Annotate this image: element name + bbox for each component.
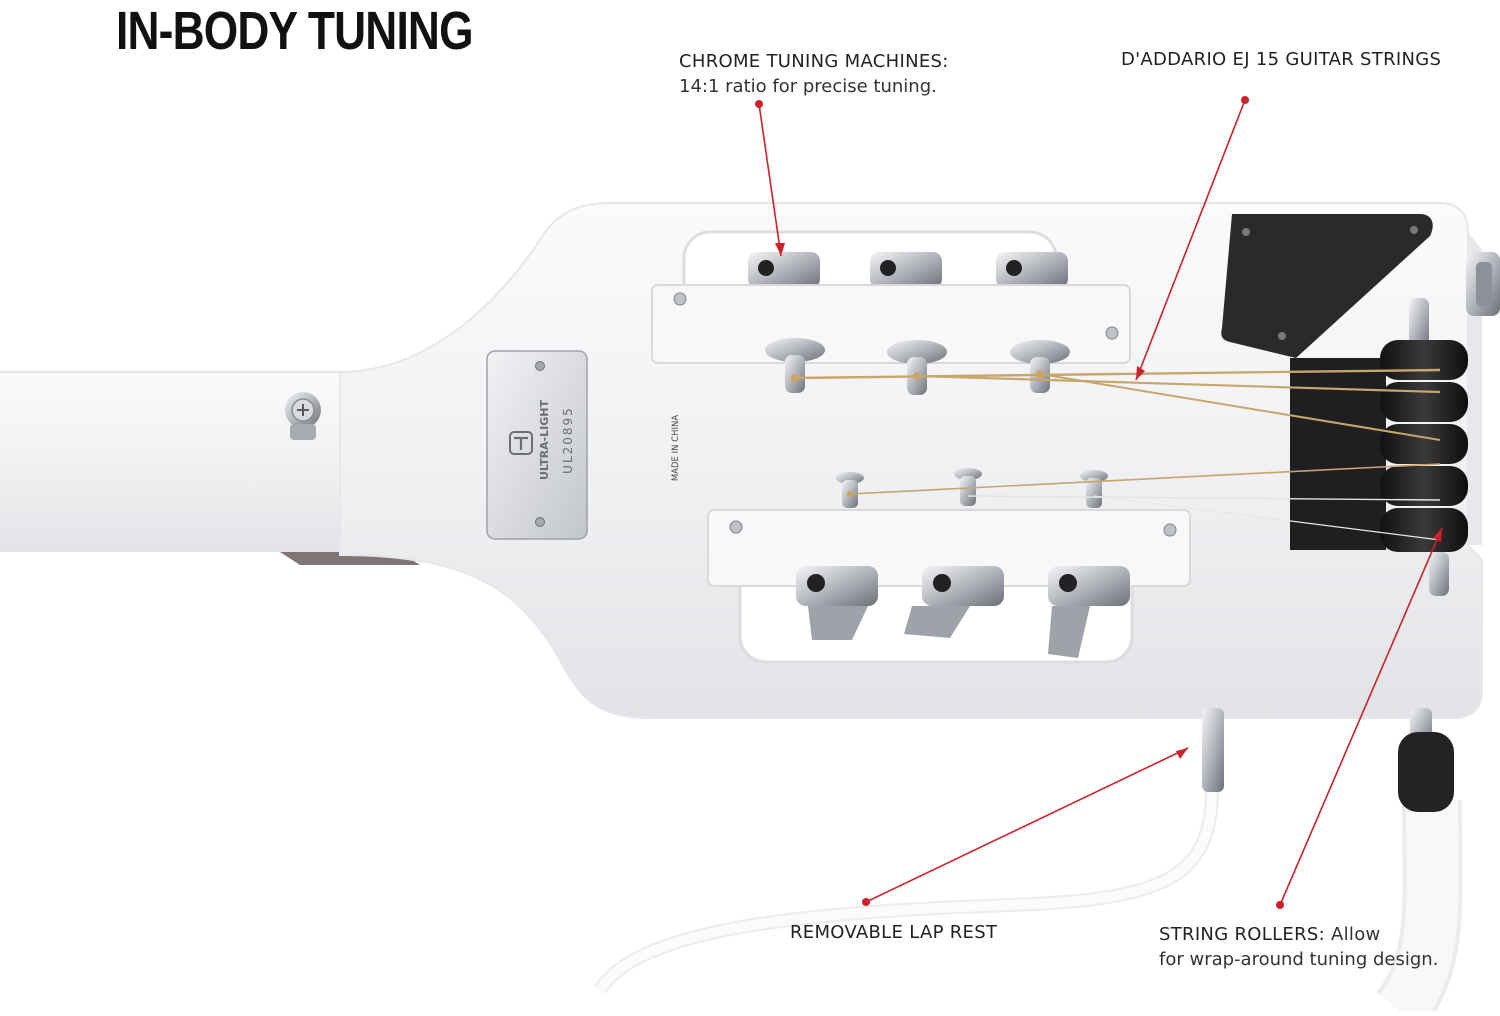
upper-string-posts (765, 338, 1070, 395)
tuner-5 (904, 566, 1004, 638)
serial-plate: ULTRA-LIGHT UL20895 (486, 350, 588, 540)
callout-removable-lap-rest: REMOVABLE LAP REST (790, 922, 997, 943)
guitar-neck (0, 371, 420, 565)
lap-rest-posts (1202, 708, 1454, 812)
upper-tuning-machines (748, 252, 1068, 288)
tuner-2 (870, 252, 942, 288)
callout-description-inline: Allow (1324, 924, 1381, 945)
page-title: IN-BODY TUNING (116, 1, 474, 61)
guitar-strings (791, 368, 1441, 541)
callout-guitar-strings: D'ADDARIO EJ 15 GUITAR STRINGS (1121, 49, 1441, 70)
callout-lines (755, 96, 1443, 909)
lap-rest-tubes (594, 789, 1463, 1016)
callout-heading: REMOVABLE LAP REST (790, 922, 998, 943)
callout-description: 14:1 ratio for precise tuning. (679, 76, 937, 97)
callout-heading: STRING ROLLERS: (1159, 924, 1325, 945)
callout-heading: CHROME TUNING MACHINES: (679, 51, 949, 72)
plate-serial-text: UL20895 (561, 406, 575, 474)
callout-chrome-tuning-machines: CHROME TUNING MACHINES: 14:1 ratio for p… (679, 49, 949, 99)
roller-posts (1409, 298, 1449, 596)
callout-description: for wrap-around tuning design. (1159, 949, 1439, 970)
string-rollers (1380, 340, 1468, 552)
neck-bolt-icon (285, 392, 321, 440)
made-in-label: MADE IN CHINA (671, 415, 681, 482)
tuner-1 (748, 252, 820, 288)
brand-logo (509, 431, 533, 455)
back-cover-plate (1221, 214, 1433, 358)
callout-string-rollers: STRING ROLLERS: Allow for wrap-around tu… (1159, 922, 1438, 972)
callout-heading: D'ADDARIO EJ 15 GUITAR STRINGS (1121, 49, 1442, 70)
lower-tuning-machines (796, 566, 1130, 658)
tuner-6 (1048, 566, 1130, 658)
output-jack-icon (1466, 252, 1500, 316)
tuner-3 (996, 252, 1068, 288)
tuner-4 (796, 566, 878, 640)
plate-brand-text: ULTRA-LIGHT (538, 399, 551, 480)
